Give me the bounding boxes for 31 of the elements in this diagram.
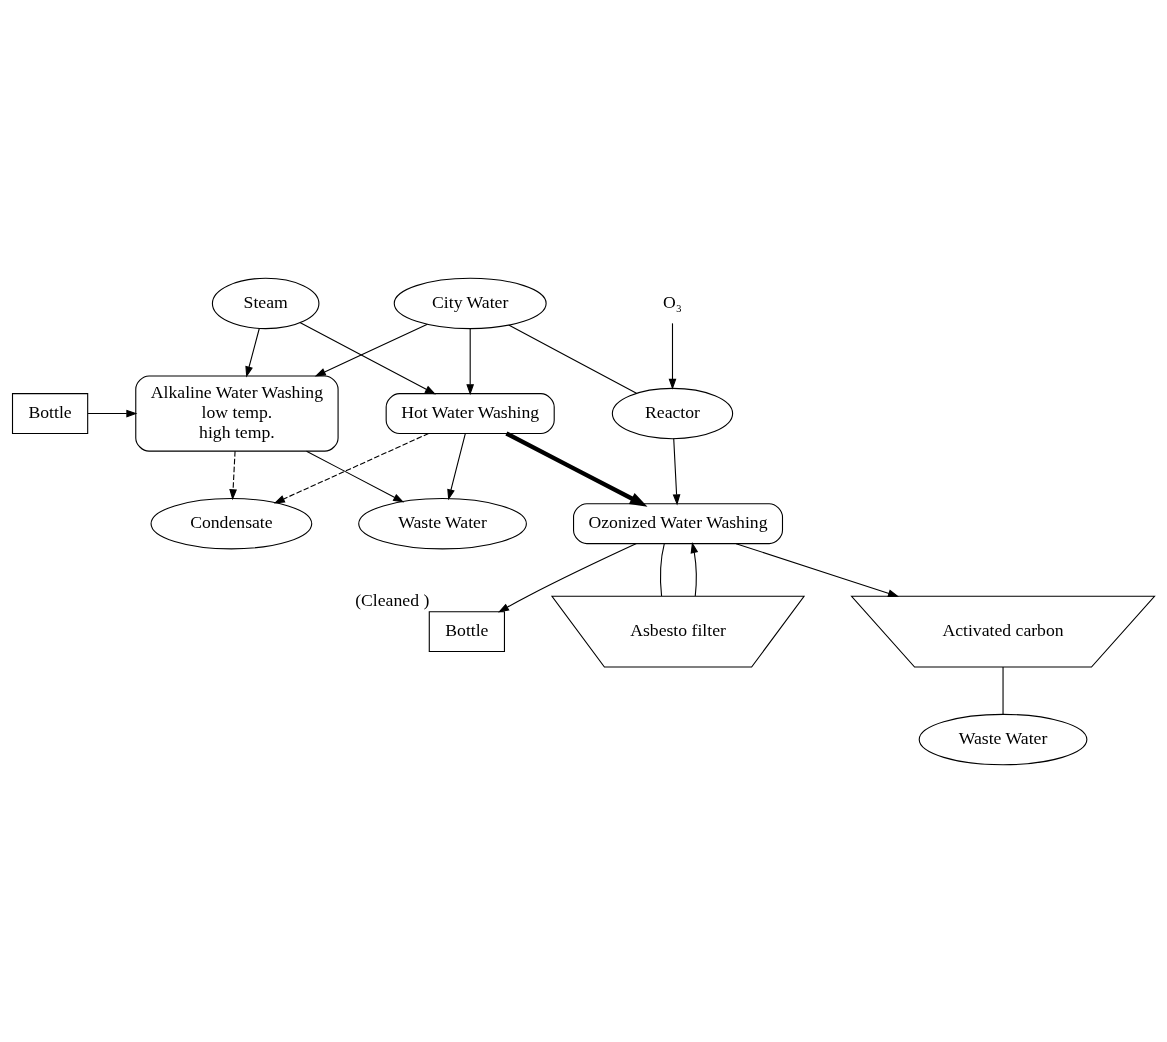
node-box: Hot Water Washing (385, 392, 555, 434)
arrow (466, 327, 475, 395)
connector (660, 542, 665, 597)
arrow (690, 541, 699, 597)
connector (508, 324, 638, 394)
node-box: Alkaline Water Washing low temp. high temp. (135, 374, 339, 452)
arrow (299, 321, 436, 394)
arrow (735, 542, 900, 597)
connector (1002, 666, 1004, 715)
arrow (314, 323, 428, 376)
arrow (672, 437, 681, 505)
node-ellipse: Steam (211, 277, 320, 329)
arrow (306, 450, 405, 502)
node-ellipse: Reactor (611, 387, 734, 439)
node-label: (Cleaned ) (355, 589, 430, 610)
node-ellipse: Waste Water (918, 713, 1088, 765)
arrow (498, 542, 638, 612)
node-box: Bottle (11, 392, 89, 434)
arrow (668, 322, 677, 390)
arrow (245, 327, 260, 377)
node-ellipse: Condensate (150, 497, 313, 549)
arrow (273, 432, 430, 503)
node-text: O₃ (663, 291, 682, 312)
arrow (447, 432, 466, 500)
arrow (87, 409, 138, 417)
node-ellipse: Waste Water (358, 497, 527, 549)
node-ellipse: City Water (393, 277, 547, 329)
node-box: Bottle (428, 610, 505, 652)
arrow (229, 450, 237, 500)
arrow (505, 431, 648, 507)
node-box: Ozonized Water Washing (573, 502, 784, 544)
